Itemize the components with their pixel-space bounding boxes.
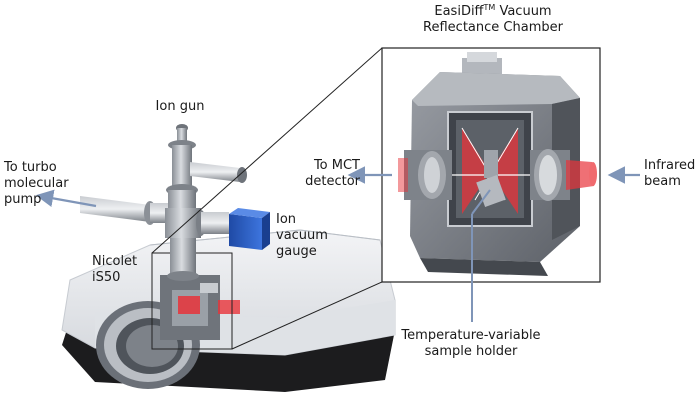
ion-gun-label: Ion gun xyxy=(155,99,205,114)
chamber-inset xyxy=(381,47,601,283)
annotation-arrows xyxy=(35,166,640,322)
chamber-title-line2: Reflectance Chamber xyxy=(423,20,563,35)
zoom-connectors xyxy=(151,47,383,350)
turbo-pump-label: To turbo molecular pump xyxy=(4,160,69,207)
ion-gun-column xyxy=(165,124,270,281)
sample-holder-label: Temperature-variable sample holder xyxy=(401,328,541,359)
right-window-port xyxy=(530,149,597,201)
ion-gauge-label: Ion vacuum gauge xyxy=(276,212,328,259)
infrared-beam-label: Infrared beam xyxy=(644,158,696,189)
chamber-title-line1: EasiDiffTM Vacuum xyxy=(434,3,552,20)
nicolet-instrument xyxy=(61,229,396,392)
ion-vacuum-gauge xyxy=(229,208,270,250)
mct-detector-label: To MCT detector xyxy=(305,158,360,189)
chamber-title: EasiDiffTM Vacuum Reflectance Chamber xyxy=(398,4,588,36)
left-window-port xyxy=(398,150,452,200)
compartment-chamber xyxy=(160,275,240,340)
turbo-arrow xyxy=(35,189,97,208)
nicolet-label: Nicolet iS50 xyxy=(92,254,138,285)
